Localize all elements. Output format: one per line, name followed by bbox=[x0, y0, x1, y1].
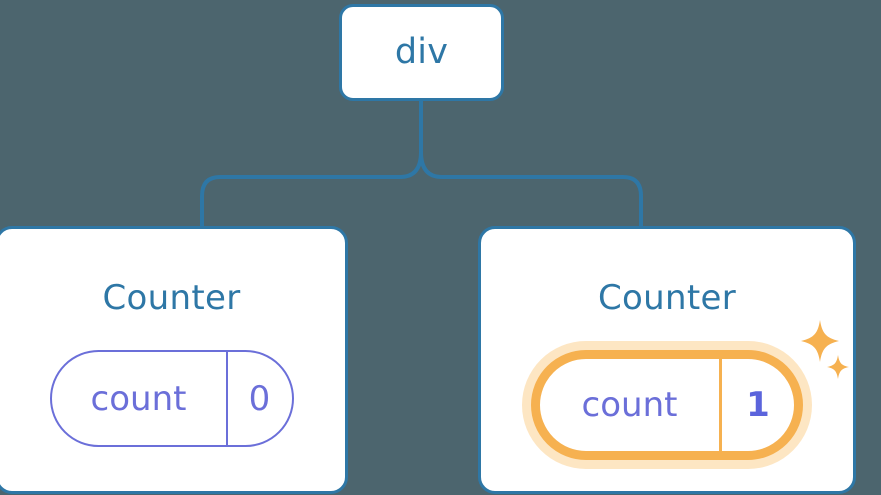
state-pill-wrapper-right: count 1 bbox=[531, 350, 803, 460]
connector-to-left-child bbox=[200, 150, 423, 228]
state-key-cell: count bbox=[540, 359, 722, 451]
state-value-cell: 1 bbox=[722, 359, 794, 451]
root-node-label: div bbox=[394, 32, 449, 72]
state-pill-wrapper-left: count 0 bbox=[49, 350, 294, 447]
state-value-label: 1 bbox=[746, 385, 770, 425]
node-counter-right[interactable]: Counter count 1 bbox=[478, 226, 856, 494]
node-counter-left[interactable]: Counter count 0 bbox=[0, 226, 348, 494]
state-pill-highlighted[interactable]: count 1 bbox=[531, 350, 803, 460]
connector-to-right-child bbox=[419, 150, 643, 228]
state-key-label: count bbox=[581, 385, 678, 425]
node-title: Counter bbox=[598, 278, 736, 318]
node-title: Counter bbox=[102, 278, 241, 318]
state-value-cell: 0 bbox=[228, 352, 292, 445]
node-root-div[interactable]: div bbox=[339, 4, 504, 101]
state-key-cell: count bbox=[52, 352, 228, 445]
state-value-label: 0 bbox=[248, 378, 271, 419]
state-key-label: count bbox=[90, 378, 187, 419]
state-pill[interactable]: count 0 bbox=[49, 350, 294, 447]
